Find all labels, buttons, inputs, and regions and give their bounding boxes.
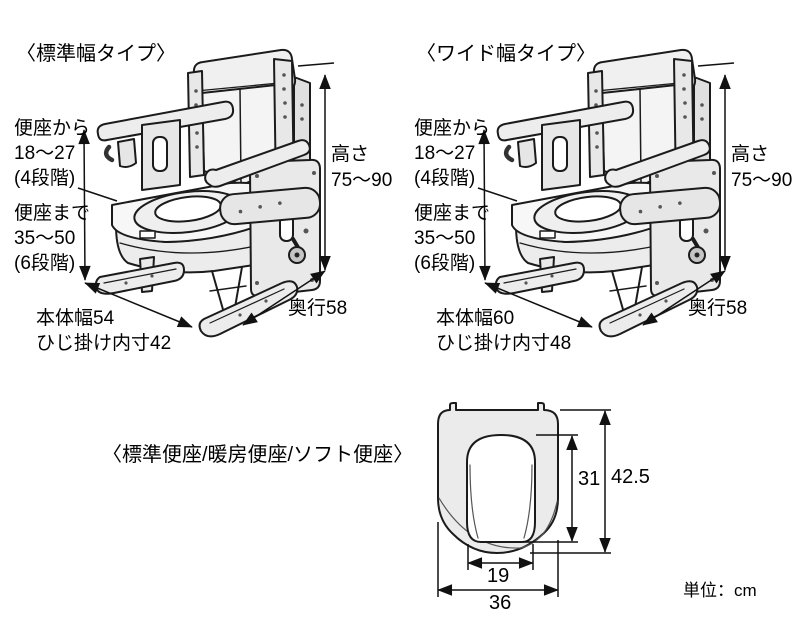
overall-height-label: 高さ 75〜90 bbox=[731, 144, 793, 191]
seat-opening-width-value: 19 bbox=[487, 565, 510, 587]
seat-height-to-label: 便座まで 35〜50 (6段階) bbox=[14, 203, 91, 274]
seat-outer-height-value: 42.5 bbox=[611, 466, 650, 488]
armrest-inner-width-label: ひじ掛け内寸42 bbox=[36, 333, 172, 354]
overall-height-label: 高さ 75〜90 bbox=[331, 144, 393, 191]
seat-height-from-label: 便座から 18〜27 (4段階) bbox=[14, 118, 91, 189]
seat-outer-width-value: 36 bbox=[489, 592, 512, 614]
chair-type-title: 〈標準幅タイプ〉 bbox=[16, 43, 176, 65]
body-width-label: 本体幅54 ひじ掛け内寸42 bbox=[36, 308, 172, 354]
seat-diagram-section: 〈標準便座/暖房便座/ソフト便座〉 bbox=[0, 385, 800, 625]
body-width-label: 本体幅60 ひじ掛け内寸48 bbox=[436, 308, 572, 354]
seat-opening-height-value: 31 bbox=[578, 468, 601, 490]
chair-block-wide: 〈ワイド幅タイプ〉 便座から 18〜27 (4段階) 便座まで 35〜50 (6… bbox=[400, 30, 800, 375]
seat-height-to-label: 便座まで 35〜50 (6段階) bbox=[414, 203, 491, 274]
seat-height-from-label: 便座から 18〜27 (4段階) bbox=[414, 118, 491, 189]
seat-illustration bbox=[437, 402, 611, 597]
armrest-inner-width-label: ひじ掛け内寸48 bbox=[436, 333, 572, 354]
depth-label: 奥行58 bbox=[288, 298, 348, 319]
seat-type-title: 〈標準便座/暖房便座/ソフト便座〉 bbox=[102, 444, 414, 466]
unit-label: 単位：cm bbox=[683, 581, 757, 600]
depth-label: 奥行58 bbox=[688, 298, 748, 319]
chair-type-title: 〈ワイド幅タイプ〉 bbox=[416, 43, 596, 65]
chair-block-standard: 〈標準幅タイプ〉 便座から 18〜27 (4段階) 便座まで 35〜50 (6段… bbox=[0, 30, 400, 375]
